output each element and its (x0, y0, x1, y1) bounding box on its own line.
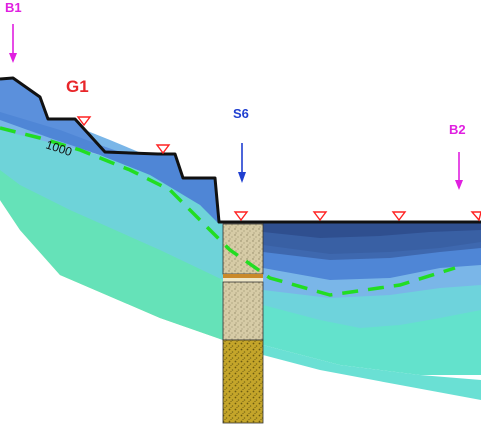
well-marker-icon (470, 211, 481, 222)
b2-label: B2 (449, 122, 466, 137)
water-table-line (0, 126, 456, 297)
s6-label: S6 (233, 106, 249, 121)
layer-teal-base (223, 300, 481, 400)
section-label: G1 (66, 77, 89, 96)
well-marker-icon (312, 211, 328, 222)
well-marker-icon (233, 211, 249, 222)
well-marker-icon (155, 144, 171, 155)
well-markers (76, 116, 481, 222)
s6-arrow-icon (238, 143, 246, 183)
layer-dark-right-2 (263, 230, 481, 260)
b1-arrow-icon (9, 24, 17, 63)
well-marker-icon (76, 116, 92, 127)
layer-blue-top (0, 77, 120, 152)
well-marker-icon (391, 211, 407, 222)
layer-cyan-right (263, 278, 481, 328)
borehole-column (222, 223, 264, 424)
b2-arrow-icon (455, 152, 463, 190)
b1-label: B1 (5, 0, 22, 15)
ground-surface-line (0, 76, 481, 224)
layer-cyan (0, 120, 223, 280)
